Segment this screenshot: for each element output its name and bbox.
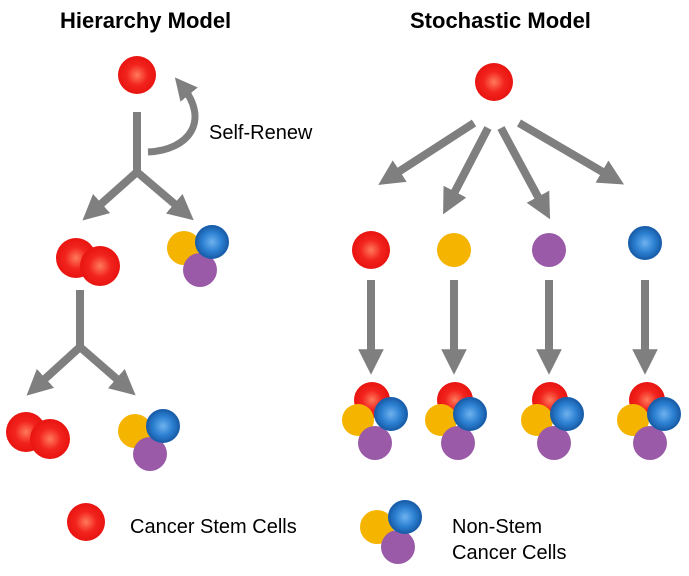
stoch-mixed-cluster-4	[617, 382, 681, 460]
stoch-cell-blue	[628, 226, 662, 260]
stoch-fanout-arrows	[378, 119, 625, 220]
hier-top-stem-cell	[118, 56, 156, 94]
stoch-mixed-cluster-3	[521, 382, 584, 460]
self-renew-label: Self-Renew	[209, 122, 313, 144]
stoch-mixed-cluster-1	[342, 382, 408, 460]
legend-stem-cell-icon	[67, 503, 105, 541]
hier-nonstem-cluster-1	[167, 225, 229, 287]
hier-stem-pair-2	[6, 412, 70, 459]
hier-split-1	[82, 112, 194, 221]
legend-stem-label: Cancer Stem Cells	[130, 516, 297, 538]
stoch-cell-red	[352, 231, 390, 269]
stoch-cell-purple	[532, 233, 566, 267]
hier-stem-pair-1	[56, 238, 120, 286]
legend-nonstem-label: Non-Stem Cancer Cells	[452, 514, 566, 566]
legend-nonstem-line2: Cancer Cells	[452, 542, 567, 564]
hier-split-2	[26, 290, 136, 396]
legend-nonstem-cluster-icon	[360, 500, 422, 564]
hierarchy-model-title: Hierarchy Model	[60, 8, 232, 33]
stoch-top-stem-cell	[475, 63, 513, 101]
legend-nonstem-line1: Non-Stem	[452, 516, 543, 538]
stoch-vertical-arrows	[358, 280, 658, 375]
stoch-cell-yellow	[437, 233, 471, 267]
stochastic-model-title: Stochastic Model	[410, 8, 591, 33]
stoch-mixed-cluster-2	[425, 382, 487, 460]
self-renew-arrow	[147, 77, 199, 156]
hier-nonstem-cluster-2	[118, 409, 180, 471]
